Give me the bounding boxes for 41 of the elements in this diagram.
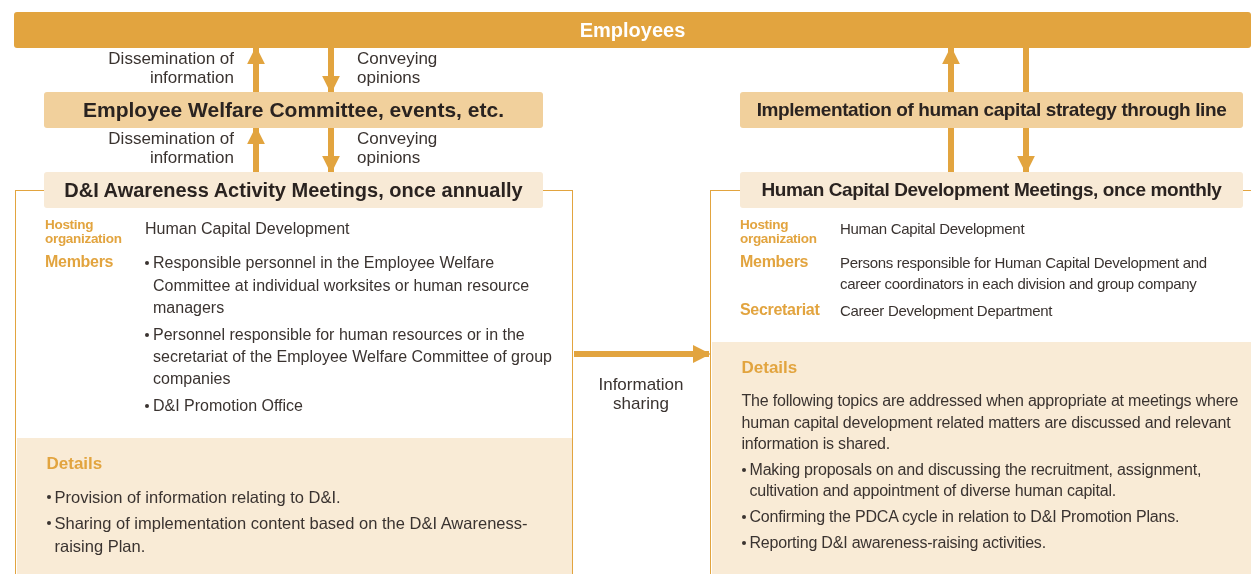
meeting-panel bbox=[15, 172, 573, 574]
meeting-panel bbox=[710, 172, 1251, 574]
field-value: Human Capital Development bbox=[840, 219, 1026, 239]
arrow bbox=[322, 128, 340, 174]
edge-label: Dissemination of information bbox=[107, 50, 234, 88]
process-box: Employee Welfare Committee, events, etc. bbox=[44, 92, 543, 128]
bullet-item: Provision of information relating to D&I. bbox=[54, 487, 341, 508]
paragraph: The following topics are addressed when appropriate at meetings where human capital development related matters are discussed and relevant information is shared. bbox=[741, 391, 1240, 455]
edge-label: Dissemination of information bbox=[107, 130, 234, 168]
field-value: Persons responsible for Human Capital Development and career coordinators in each division and group company bbox=[840, 253, 1208, 295]
details-section bbox=[16, 438, 572, 574]
panel-heading: Human Capital Development Meetings, once monthly bbox=[740, 172, 1243, 208]
panel-heading: D&I Awareness Activity Meetings, once annually bbox=[44, 172, 543, 208]
arrow bbox=[247, 46, 265, 92]
header-bar: Employees bbox=[14, 12, 1251, 48]
arrow bbox=[1017, 128, 1035, 174]
field-label: Members bbox=[45, 252, 115, 273]
arrow bbox=[942, 46, 960, 92]
field-label: Hosting organization bbox=[740, 218, 818, 247]
details-section bbox=[711, 342, 1251, 574]
bullet-item: Responsible personnel in the Employee Welfare Committee at individual worksites or human resource managers bbox=[153, 253, 531, 319]
section-heading: Details bbox=[46, 454, 104, 474]
bullet-item: Reporting D&I awareness-raising activities. bbox=[749, 532, 1046, 553]
section-heading: Details bbox=[741, 358, 799, 378]
edge-label: Conveying opinions bbox=[357, 50, 439, 88]
edge-label: Conveying opinions bbox=[357, 130, 439, 168]
bullet-item: D&I Promotion Office bbox=[153, 395, 303, 416]
bullet-item: Confirming the PDCA cycle in relation to D&I Promotion Plans. bbox=[749, 506, 1180, 527]
field-label: Members bbox=[740, 252, 810, 273]
arrow bbox=[322, 48, 340, 94]
field-label: Hosting organization bbox=[45, 218, 123, 247]
bullet-item: Sharing of implementation content based on the D&I Awareness-raising Plan. bbox=[54, 513, 529, 557]
field-value: Human Capital Development bbox=[145, 219, 351, 239]
field-value: Career Development Department bbox=[840, 301, 1054, 322]
arrow bbox=[247, 126, 265, 172]
bullet-item: Personnel responsible for human resources or in the secretariat of the Employee Welfare Committee of group companies bbox=[153, 324, 553, 390]
bullet-item: Making proposals on and discussing the recruitment, assignment, cultivation and appointment of diverse human capital. bbox=[749, 459, 1203, 502]
process-box: Implementation of human capital strategy through line bbox=[740, 92, 1243, 128]
edge-label: Information sharing bbox=[597, 376, 685, 414]
arrow bbox=[574, 345, 711, 363]
field-label: Secretariat bbox=[740, 300, 821, 321]
